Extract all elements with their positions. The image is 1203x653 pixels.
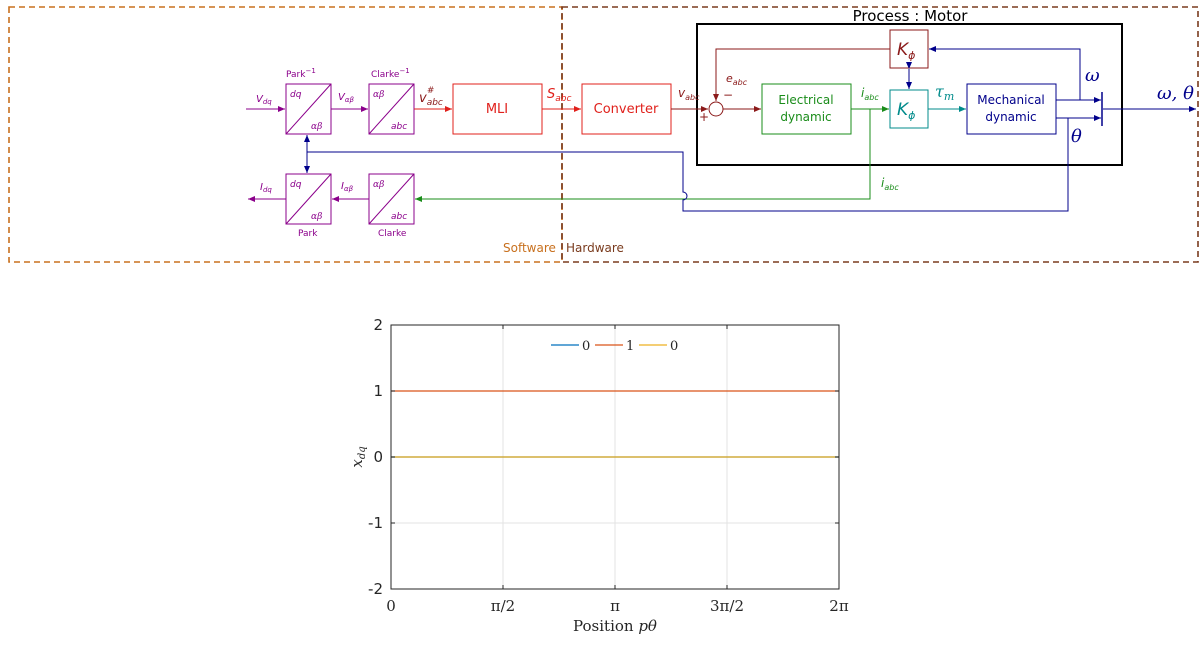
summing-junction [708,101,724,117]
clarke-inverse-bottom: abc [391,122,407,132]
kphi-torque-label: Kϕ [897,100,915,122]
park-inverse-bottom: αβ [311,122,322,132]
omega-theta-output-label: ω, θ [1157,83,1194,104]
legend-label-0: 0 [582,339,590,354]
legend-label-2: 0 [670,339,678,354]
park-caption: Park [298,229,318,239]
x-tick-label: π [610,597,620,615]
y-tick-label: -2 [368,580,383,598]
vabc-label: vabc [678,86,700,102]
legend-label-1: 1 [626,339,634,354]
chart: 0 π/2 π 3π/2 2π -2 -1 0 1 2 0 1 0 Position pθ xdq [348,316,849,635]
y-tick-label: 0 [373,448,383,466]
backemf-feedback [713,48,890,101]
valphabeta-label: Vαβ [338,92,354,104]
electrical-dynamic-line2: dynamic [780,110,831,124]
darkred-connections [671,48,890,112]
iabc-top-label: iabc [861,86,879,102]
green-connections [415,106,889,202]
tau-label: τm [935,82,954,103]
iabc-feedback [415,109,871,202]
vdq-label: Vdq [256,94,272,106]
park-bottom: αβ [311,212,322,222]
eabc-label: eabc [726,72,748,87]
mechanical-dynamic-block: Mechanical dynamic [966,83,1057,135]
mechanical-dynamic-line2: dynamic [985,110,1036,124]
sabc-label: Sabc [547,87,571,104]
converter-block: Converter [581,83,672,135]
navy-connections [304,46,1196,212]
x-tick-label: π/2 [491,597,515,615]
clarke-top: αβ [373,180,384,190]
converter-label: Converter [594,102,659,117]
clarke-caption: Clarke [378,229,407,239]
park-inverse-caption: Park−1 [286,67,316,80]
clarke-inverse-caption: Clarke−1 [371,67,410,80]
park-inverse-block: dq αβ Park−1 [285,67,332,135]
electrical-dynamic-line1: Electrical [778,93,833,107]
x-tick-label: 2π [829,597,849,615]
kphi-feedback-block: Kϕ [889,29,929,69]
purple-connections [246,106,369,202]
electrical-dynamic-block: Electrical dynamic [761,83,852,135]
x-axis-label: Position pθ [573,617,657,635]
plus-sign: + [699,110,709,124]
hardware-label: Hardware [566,241,624,255]
process-motor-box [696,23,1123,166]
iabc-bottom-label: iabc [881,176,899,192]
clarke-inverse-top: αβ [373,90,384,100]
park-top: dq [290,180,302,190]
x-tick-label: 0 [386,597,396,615]
ticks: 0 π/2 π 3π/2 2π -2 -1 0 1 2 [368,316,849,615]
software-label: Software [503,241,556,255]
clarke-bottom: abc [391,212,407,222]
y-axis-label: xdq [348,446,368,467]
process-title: Process : Motor [853,7,969,25]
omega-feedback [929,46,1081,100]
mli-block: MLI [452,83,543,135]
mli-label: MLI [486,102,508,117]
hardware-region [561,6,1199,263]
y-tick-label: 1 [373,382,383,400]
park-block: dq αβ Park [285,173,332,239]
series-layer [391,390,839,458]
kphi-feedback-label: Kϕ [897,40,915,62]
vabc-star-label: vabc# [419,86,443,108]
kphi-torque-block: Kϕ [889,89,929,129]
mechanical-dynamic-line1: Mechanical [977,93,1045,107]
legend: 0 1 0 [551,339,678,354]
y-tick-label: -1 [368,514,383,532]
theta-label: θ [1071,126,1082,147]
clarke-block: αβ abc Clarke [368,173,415,239]
clarke-inverse-block: αβ abc Clarke−1 [368,67,415,135]
park-inverse-top: dq [290,90,302,100]
y-tick-label: 2 [373,316,383,334]
x-tick-label: 3π/2 [710,597,744,615]
idq-label: Idq [260,182,272,194]
ialphabeta-label: Iαβ [341,181,354,193]
minus-sign: − [723,88,733,102]
block-diagram: Software Hardware Process : Motor dq αβ … [8,6,1199,263]
theta-feedback [304,118,1069,212]
omega-label: ω [1085,65,1100,86]
